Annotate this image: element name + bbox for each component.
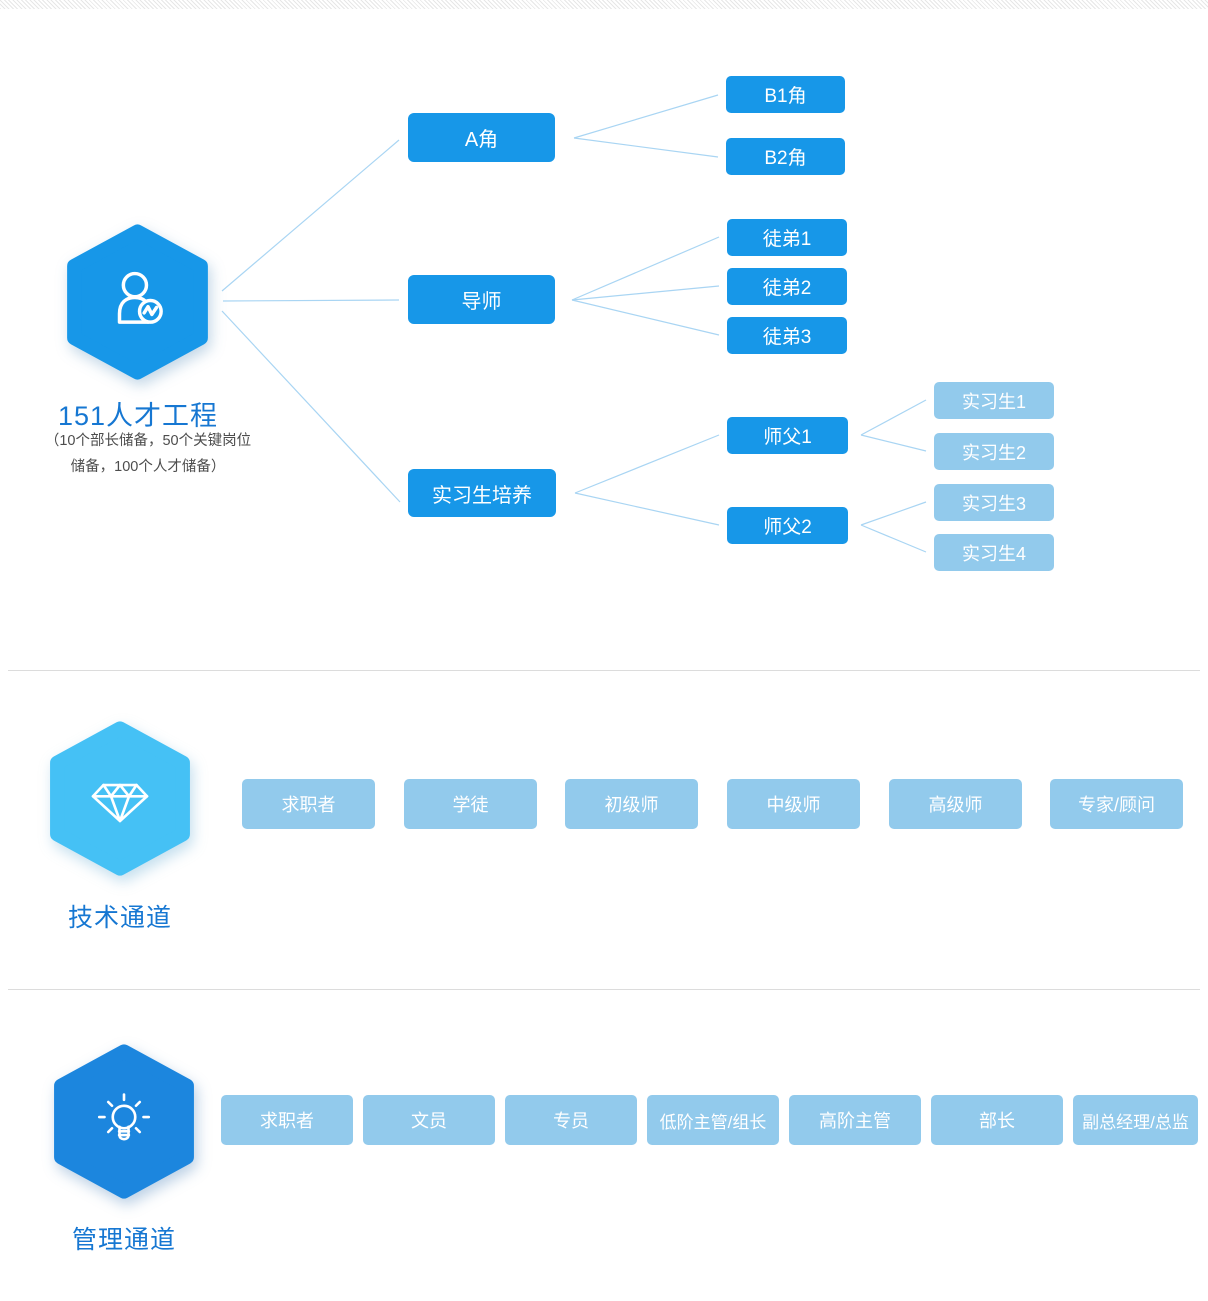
- connector-lines: [221, 94, 927, 553]
- node-intern-3: 实习生3: [934, 484, 1054, 521]
- diamond-icon: [91, 783, 149, 823]
- mgmt-stage-specialist: 专员: [505, 1095, 637, 1145]
- node-intern-1: 实习生1: [934, 382, 1054, 419]
- node-intern-training: 实习生培养: [408, 469, 556, 517]
- section-divider: [8, 670, 1200, 671]
- subtitle-line-2: 储备，100个人才储备）: [70, 459, 226, 475]
- mgmt-stage-job-seeker: 求职者: [221, 1095, 353, 1145]
- management-channel-title: 管理通道: [71, 1226, 176, 1254]
- lightbulb-icon: [97, 1093, 151, 1141]
- node-apprentice-3: 徒弟3: [727, 317, 847, 354]
- top-texture-divider: [0, 0, 1208, 9]
- tech-channel-title: 技术通道: [67, 904, 172, 932]
- node-b1-role: B1角: [726, 76, 845, 113]
- node-b2-role: B2角: [726, 138, 845, 175]
- person-badge-icon: [117, 271, 163, 324]
- node-master-2: 师父2: [727, 507, 848, 544]
- mgmt-stage-deputy-gm: 副总经理/总监: [1073, 1095, 1198, 1145]
- node-mentor: 导师: [408, 275, 555, 324]
- management-hexagon: [51, 1043, 197, 1200]
- node-a-role: A角: [408, 113, 555, 162]
- tech-stage-apprentice: 学徒: [404, 779, 537, 829]
- tech-stage-expert: 专家/顾问: [1050, 779, 1183, 829]
- tech-stage-intermediate: 中级师: [727, 779, 860, 829]
- tech-stage-junior: 初级师: [565, 779, 698, 829]
- mgmt-stage-minister: 部长: [931, 1095, 1063, 1145]
- subtitle-line-1: （10个部长储备，50个关键岗位: [44, 433, 252, 449]
- node-intern-4: 实习生4: [934, 534, 1054, 571]
- node-apprentice-1: 徒弟1: [727, 219, 847, 256]
- tech-stage-job-seeker: 求职者: [242, 779, 375, 829]
- node-master-1: 师父1: [727, 417, 848, 454]
- node-apprentice-2: 徒弟2: [727, 268, 847, 305]
- tech-stage-senior: 高级师: [889, 779, 1022, 829]
- mgmt-stage-clerk: 文员: [363, 1095, 495, 1145]
- tech-hexagon: [47, 720, 193, 877]
- section-divider-2: [8, 989, 1200, 990]
- talent-program-subtitle: （10个部长储备，50个关键岗位 储备，100个人才储备）: [24, 428, 272, 480]
- talent-program-title: 151人才工程: [57, 401, 219, 431]
- talent-hexagon: [63, 223, 212, 381]
- mgmt-stage-senior-supervisor: 高阶主管: [789, 1095, 921, 1145]
- node-intern-2: 实习生2: [934, 433, 1054, 470]
- mgmt-stage-junior-supervisor: 低阶主管/组长: [647, 1095, 779, 1145]
